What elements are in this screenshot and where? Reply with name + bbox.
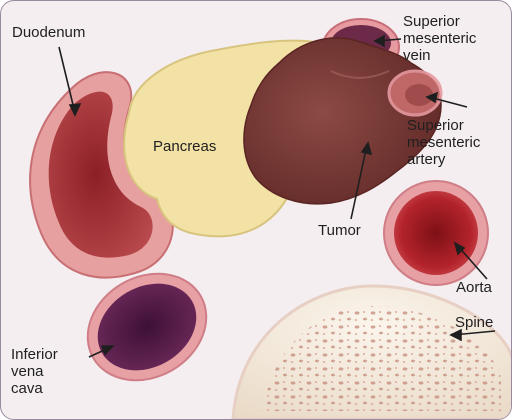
- duodenum: [29, 71, 174, 279]
- pancreas-label: Pancreas: [153, 138, 217, 155]
- spine-label: Spine: [455, 314, 494, 331]
- inferior-vena-cava-label: Inferior vena cava: [11, 346, 58, 397]
- aorta: [383, 180, 489, 286]
- superior-mesenteric-vein-label: Superior mesenteric vein: [403, 13, 477, 64]
- duodenum-arrowhead: [68, 103, 82, 117]
- tumor-pointer: [350, 144, 368, 220]
- inferior-vena-cava: [86, 272, 208, 382]
- tumor-label: Tumor: [318, 222, 361, 239]
- tumor-arrowhead: [360, 141, 373, 156]
- spine: [231, 284, 511, 419]
- sma-arrowhead: [425, 91, 439, 104]
- duodenum-pointer: [58, 46, 76, 114]
- smv-arrowhead: [373, 34, 385, 48]
- duodenum-label: Duodenum: [12, 24, 86, 41]
- superior-mesenteric-artery: [387, 69, 443, 117]
- superior-mesenteric-artery-label: Superior mesenteric artery: [407, 117, 481, 168]
- tumor: [243, 37, 442, 205]
- aorta-arrowhead: [453, 241, 466, 256]
- spine-arrowhead: [449, 328, 462, 342]
- aorta-label: Aorta: [456, 279, 492, 296]
- ivc-arrowhead: [100, 345, 115, 356]
- pointer-lines: [58, 34, 496, 358]
